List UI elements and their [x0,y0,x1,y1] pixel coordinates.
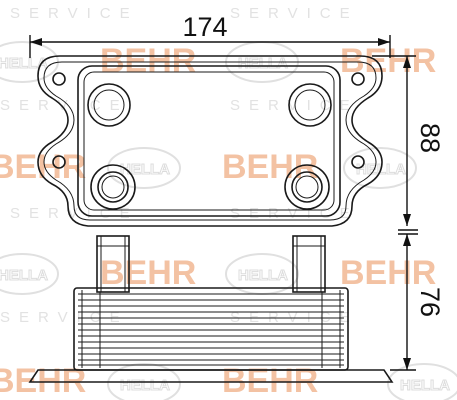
mounting-hole [351,155,365,169]
watermark-service-text: SERVICE [10,5,139,22]
mounting-hole [52,155,66,169]
coolant-port-inner [291,171,323,203]
watermark-behr-text: BEHR [100,254,196,292]
svg-text:HELLA: HELLA [120,377,170,394]
watermark-behr-text: BEHR [222,362,318,400]
dimension-arrow [378,38,390,46]
cooler-body-outline [77,65,341,217]
width-dimension: 174 [29,12,391,58]
coolant-port-bore [101,175,125,199]
watermark-layer: SERVICE SERVICE SERVICE SERVICE SERVICE … [0,5,457,400]
dimension-arrow [403,214,411,226]
watermark-service-text: SERVICE [230,5,359,22]
width-dimension-label: 174 [182,12,227,42]
mounting-hole [52,72,66,86]
dimension-arrow [403,234,411,246]
svg-text:HELLA: HELLA [238,55,288,72]
mounting-hole [351,72,365,86]
coolant-port-bore [295,175,319,199]
watermark-behr-text: BEHR [0,362,86,400]
oil-port-inner [93,89,125,121]
watermark-behr-text: BEHR [222,148,318,186]
coolant-port-inner [97,171,129,203]
plate-stack [73,287,349,371]
watermark-hella-logo: HELLA [107,363,181,400]
height-dimension-bottom: 76 [390,229,445,371]
watermark-service-text: SERVICE [0,309,129,326]
watermark-service-text: SERVICE [0,97,129,114]
watermark-behr-text: BEHR [100,42,196,80]
svg-text:HELLA: HELLA [238,267,288,284]
cooler-body-inner-outline [83,71,335,211]
oil-port [87,83,131,127]
flange-outline [37,55,383,227]
dimension-arrow [30,38,42,46]
svg-text:HELLA: HELLA [120,161,170,178]
watermark-behr-text: BEHR [0,148,86,186]
svg-text:HELLA: HELLA [0,267,48,284]
watermark-hella-logo: HELLA [0,41,59,83]
watermark-service-text: SERVICE [230,205,359,222]
svg-text:HELLA: HELLA [400,377,450,394]
height-bottom-dimension-label: 76 [415,287,445,317]
cooler-side-view [28,235,394,383]
spigot-tube-left [96,235,130,293]
svg-text:HELLA: HELLA [0,55,48,72]
coolant-port [284,164,330,210]
coolant-port [90,164,136,210]
dimension-arrow [403,56,411,68]
watermark-hella-logo: HELLA [107,147,181,189]
flange-inner-outline [43,61,377,221]
dimension-arrow [403,358,411,370]
watermark-hella-logo: HELLA [387,363,457,400]
watermark-behr-text: BEHR [340,254,436,292]
height-dimension-top: 88 [372,55,445,226]
oil-port-inner [294,89,326,121]
spigot-tube-right [292,235,326,293]
watermark-hella-logo: HELLA [0,253,59,295]
cooler-top-view [37,55,383,227]
height-top-dimension-label: 88 [415,123,445,153]
oil-port [288,83,332,127]
